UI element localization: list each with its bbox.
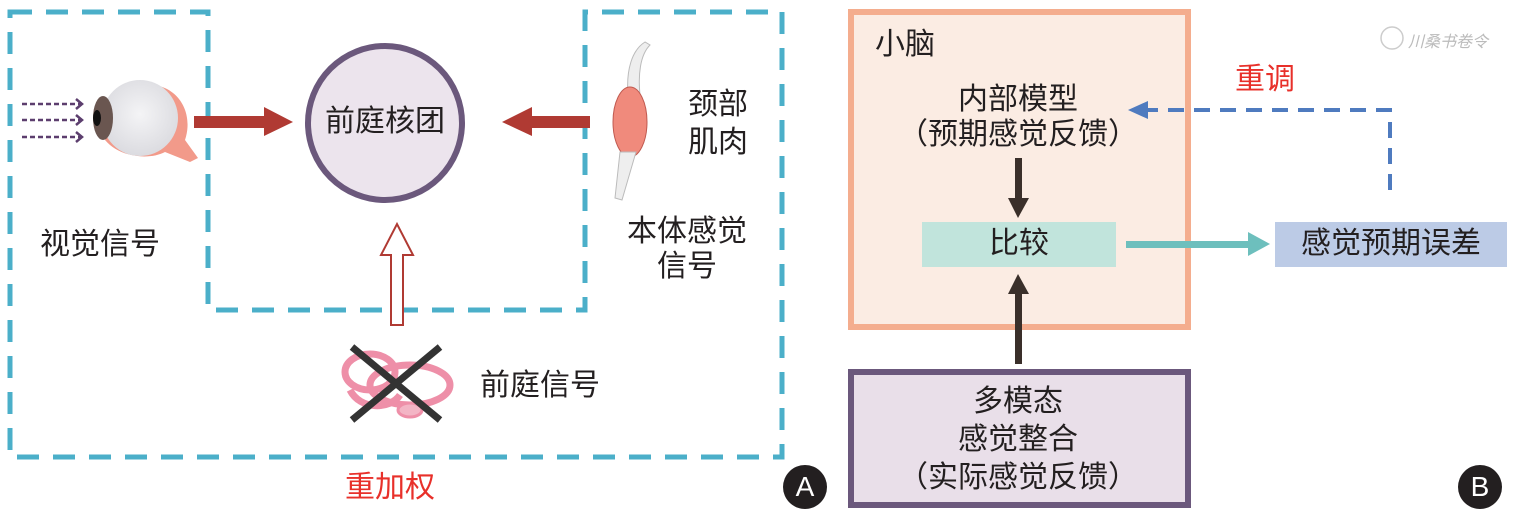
vestibular-nucleus-circle — [305, 43, 465, 203]
proprio-signal-label-2: 信号 — [657, 249, 717, 284]
light-rays-icon — [22, 98, 84, 143]
inner-ear-icon — [341, 350, 454, 419]
multimodal-box — [848, 369, 1191, 508]
watermark: 川桑书卷令 — [1408, 32, 1489, 51]
proprio-arrow — [502, 107, 590, 136]
reweighting-dashed-boundary — [7, 9, 785, 460]
eye-icon — [93, 80, 198, 162]
recalibrate-label: 重调 — [1235, 62, 1295, 97]
panel-a-badge: A — [783, 465, 827, 509]
recalibrate-dashed-arrow — [1128, 101, 1392, 190]
cerebellum-label: 小脑 — [875, 27, 935, 62]
compare-to-error-arrow — [1126, 232, 1270, 256]
vestibular-nucleus-label: 前庭核团 — [325, 104, 445, 139]
visual-signal-label: 视觉信号 — [40, 227, 160, 262]
vestibular-hollow-arrow — [379, 221, 415, 326]
multimodal-to-compare-arrow — [1008, 274, 1029, 364]
multimodal-label-3: （实际感觉反馈） — [898, 460, 1138, 495]
error-label: 感觉预期误差 — [1301, 226, 1481, 261]
proprio-signal-label-1: 本体感觉 — [627, 214, 747, 249]
visual-arrow — [194, 107, 293, 136]
compare-label: 比较 — [989, 226, 1049, 261]
internal-model-label-1: 内部模型 — [958, 82, 1078, 117]
vestibular-signal-label: 前庭信号 — [480, 368, 600, 403]
neck-muscle-label-2: 肌肉 — [688, 125, 748, 160]
compare-box — [922, 222, 1116, 267]
model-to-compare-arrow — [1008, 158, 1029, 218]
reweighting-label: 重加权 — [345, 470, 435, 505]
cross-mark-icon — [349, 344, 443, 423]
error-box — [1275, 222, 1507, 267]
multimodal-label-2: 感觉整合 — [958, 422, 1078, 457]
muscle-icon — [612, 41, 651, 201]
multimodal-label-1: 多模态 — [973, 384, 1063, 419]
internal-model-label-2: （预期感觉反馈） — [898, 117, 1138, 152]
neck-muscle-label-1: 颈部 — [688, 87, 748, 122]
panel-b-badge: B — [1458, 465, 1502, 509]
watermark-seal-icon — [1380, 26, 1404, 50]
